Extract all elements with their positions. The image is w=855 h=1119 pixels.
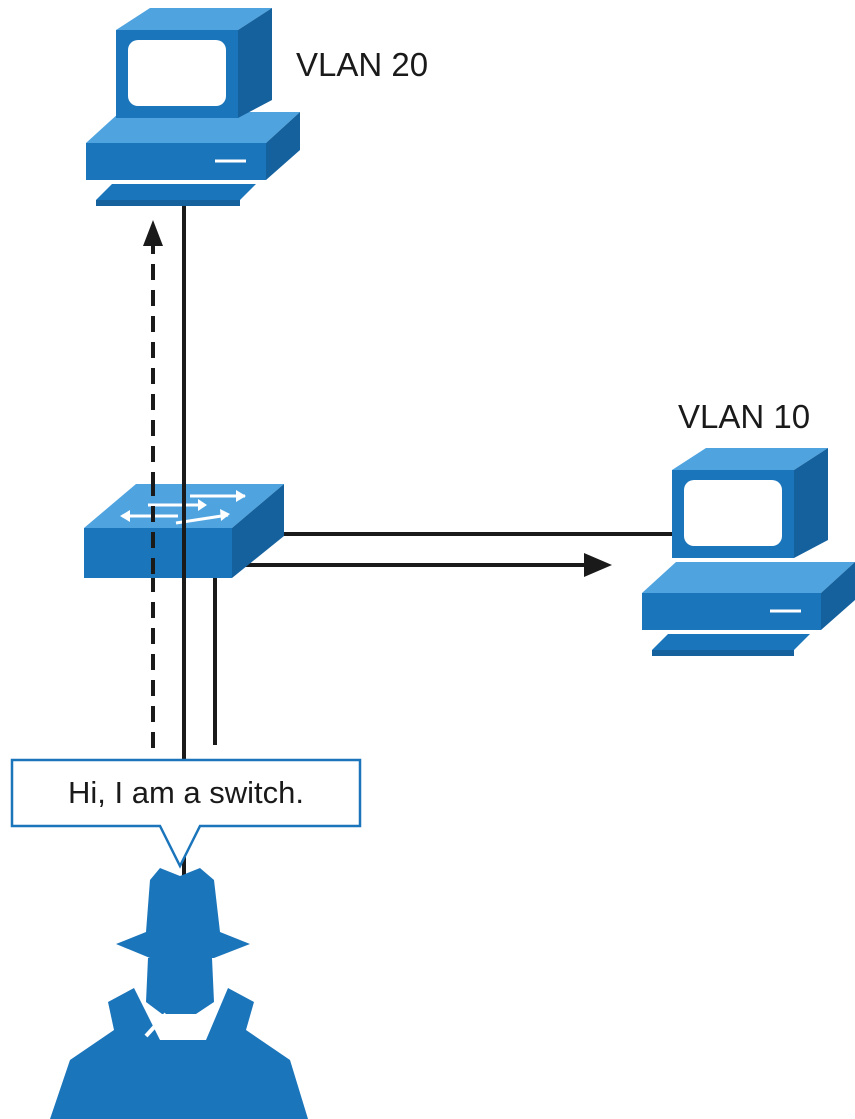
spy-attacker-icon	[50, 868, 308, 1119]
solid-arrowhead	[584, 553, 612, 577]
speech-bubble	[10, 758, 362, 869]
desktop-computer-icon	[86, 8, 300, 206]
solid-arrow-to-vlan10	[213, 563, 590, 745]
vlan10-label: VLAN 10	[678, 398, 811, 435]
dashed-arrowhead	[143, 220, 163, 246]
vlan20-label: VLAN 20	[296, 46, 429, 83]
callout-text: Hi, I am a switch.	[68, 775, 304, 810]
desktop-computer-icon	[642, 448, 855, 656]
